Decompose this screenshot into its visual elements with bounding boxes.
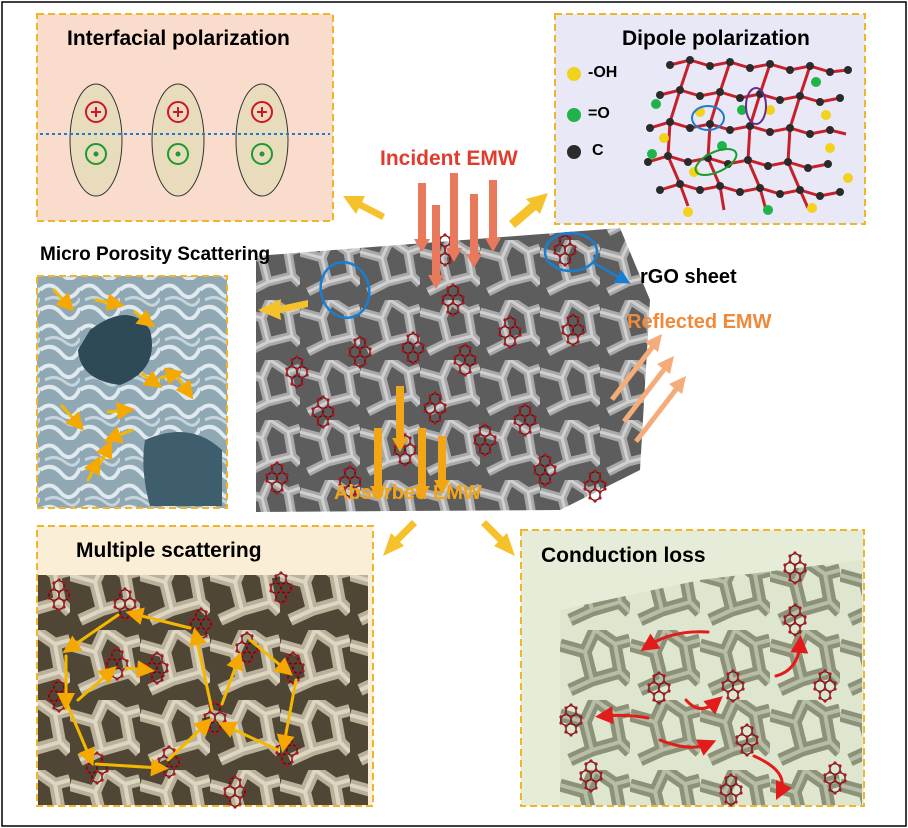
- legend-label-hydroxyl: -OH: [588, 64, 618, 81]
- carbon-legend-dot: [567, 145, 581, 159]
- connector-arrows: [258, 193, 548, 556]
- central-foam: [256, 228, 650, 512]
- oxygen-legend-dot: [567, 108, 581, 122]
- multiple-panel-title: Multiple scattering: [76, 539, 262, 562]
- interfacial-panel: [36, 13, 334, 222]
- micro-panel-title: Micro Porosity Scattering: [40, 244, 271, 265]
- absorbed-emw-label: Absorbed EMW: [334, 482, 482, 504]
- rgo-highlight-circle: [543, 231, 599, 273]
- rgo-pointer-arrow: [591, 260, 631, 284]
- legend-label-oxygen: =O: [588, 105, 610, 122]
- scatter-highlight-circle: [319, 260, 371, 320]
- interfacial-panel-title: Interfacial polarization: [67, 27, 290, 50]
- multiple-scattering-panel: [36, 525, 374, 810]
- conduction-loss-panel: [520, 529, 865, 808]
- legend-label-carbon: C: [592, 142, 604, 159]
- micro-porosity-panel: [36, 275, 228, 509]
- conduction-panel-title: Conduction loss: [541, 544, 706, 567]
- rgo-sheet-label: rGO sheet: [640, 266, 737, 288]
- hydroxyl-legend-dot: [567, 67, 581, 81]
- dipole-panel-title: Dipole polarization: [622, 27, 810, 50]
- dipole-panel: [554, 13, 866, 225]
- incident-arrows: [414, 173, 501, 289]
- absorbed-arrows: [370, 386, 450, 500]
- reflected-arrows: [610, 334, 686, 443]
- reflected-emw-label: Reflected EMW: [627, 311, 772, 333]
- incident-emw-label: Incident EMW: [380, 147, 518, 170]
